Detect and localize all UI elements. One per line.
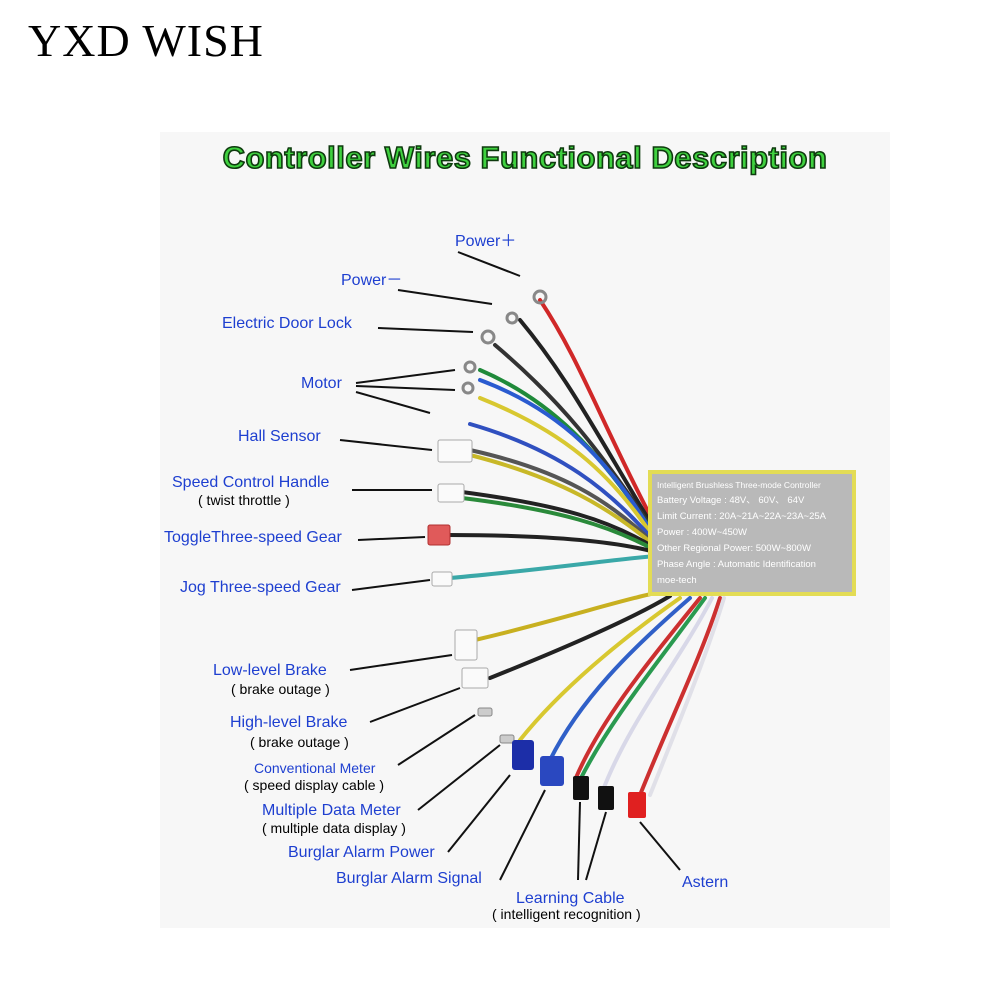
brand-title: YXD WISH (28, 15, 264, 66)
label-high-brake: High-level Brake (230, 714, 348, 731)
label-conv-meter-sub: ( speed display cable ) (244, 777, 385, 793)
spec-line-6: Phase Angle : Automatic Identification (657, 559, 816, 570)
wire-alarm-green (578, 596, 707, 782)
label-hall-sensor: Hall Sensor (238, 428, 321, 445)
bullet-terminal-icon (477, 707, 493, 717)
ring-terminal-icon (532, 289, 548, 305)
label-motor: Motor (301, 375, 342, 392)
wire-throttle-black (460, 490, 657, 550)
label-power-plus: Power＋ (455, 233, 517, 250)
wire-throttle-green (460, 496, 657, 552)
ring-terminal-icon (480, 329, 496, 345)
ring-terminal-icon (463, 360, 477, 374)
spec-line-1: Intelligent Brushless Three-mode Control… (657, 480, 821, 490)
conv-meter-connector-icon (512, 740, 534, 770)
controller-spec-box: Intelligent Brushless Three-mode Control… (648, 470, 856, 596)
high-brake-connector-icon (461, 667, 489, 689)
label-multi-meter: Multiple Data Meter (262, 802, 401, 819)
label-learning-sub: ( intelligent recognition ) (492, 906, 641, 922)
wire-jog-teal (448, 554, 657, 580)
low-brake-connector-icon (454, 629, 478, 661)
label-alarm-power: Burglar Alarm Power (288, 844, 435, 861)
ring-terminal-icon (505, 311, 519, 325)
label-low-brake: Low-level Brake (213, 662, 327, 679)
spec-line-2: Battery Voltage : 48V、 60V、 64V (657, 495, 805, 506)
wire-learn-white (601, 596, 714, 792)
label-speed-handle: Speed Control Handle (172, 474, 330, 491)
learn-connector-icon (573, 776, 589, 800)
throttle-connector-icon (437, 483, 465, 503)
label-toggle-gear: ToggleThree-speed Gear (164, 529, 342, 546)
multi-meter-connector-icon (540, 756, 564, 786)
jog-connector-icon (431, 571, 453, 587)
wire-black-power (518, 318, 657, 532)
wire-meter-blue (548, 596, 692, 762)
label-jog-gear: Jog Three-speed Gear (180, 579, 341, 596)
label-door-lock: Electric Door Lock (222, 315, 352, 332)
wire-yellow-motor (478, 396, 657, 542)
hall-connector-icon (437, 439, 473, 463)
label-power-minus: Power－ (341, 272, 403, 289)
label-conv-meter: Conventional Meter (254, 760, 376, 776)
wire-blue-motor (478, 378, 657, 540)
spec-line-4: Power : 400W~450W (657, 527, 748, 538)
wire-brake-black (488, 594, 672, 680)
label-learning: Learning Cable (516, 890, 625, 907)
wire-brake-yellow (473, 590, 662, 642)
wire-astern-white (648, 596, 726, 797)
learn-connector-icon (598, 786, 614, 810)
wire-red-power (538, 298, 657, 527)
spec-line-3: Limit Current : 20A~21A~22A~23A~25A (657, 511, 827, 522)
label-multi-meter-sub: ( multiple data display ) (262, 820, 406, 836)
wire-meter-yellow (518, 596, 682, 742)
label-speed-handle-sub: ( twist throttle ) (198, 492, 290, 508)
wire-blue-hall (468, 422, 657, 544)
wire-hall-yellow (468, 453, 657, 548)
bullet-terminal-icon (499, 734, 515, 744)
spec-line-5: Other Regional Power: 500W~800W (657, 543, 811, 554)
wire-toggle-black (446, 533, 657, 554)
label-high-brake-sub: ( brake outage ) (250, 734, 349, 750)
ring-terminal-icon (461, 381, 475, 395)
astern-connector-icon (628, 792, 646, 818)
wire-astern-red (638, 596, 722, 797)
label-low-brake-sub: ( brake outage ) (231, 681, 330, 697)
wire-hall-bundle (468, 448, 657, 547)
label-astern: Astern (682, 874, 729, 891)
spec-line-7: moe-tech (657, 575, 697, 586)
label-alarm-signal: Burglar Alarm Signal (336, 870, 482, 887)
diagram-title: Controller Wires Functional Description (222, 139, 828, 176)
wire-alarm-red (573, 596, 702, 782)
toggle-connector-icon (427, 524, 451, 546)
